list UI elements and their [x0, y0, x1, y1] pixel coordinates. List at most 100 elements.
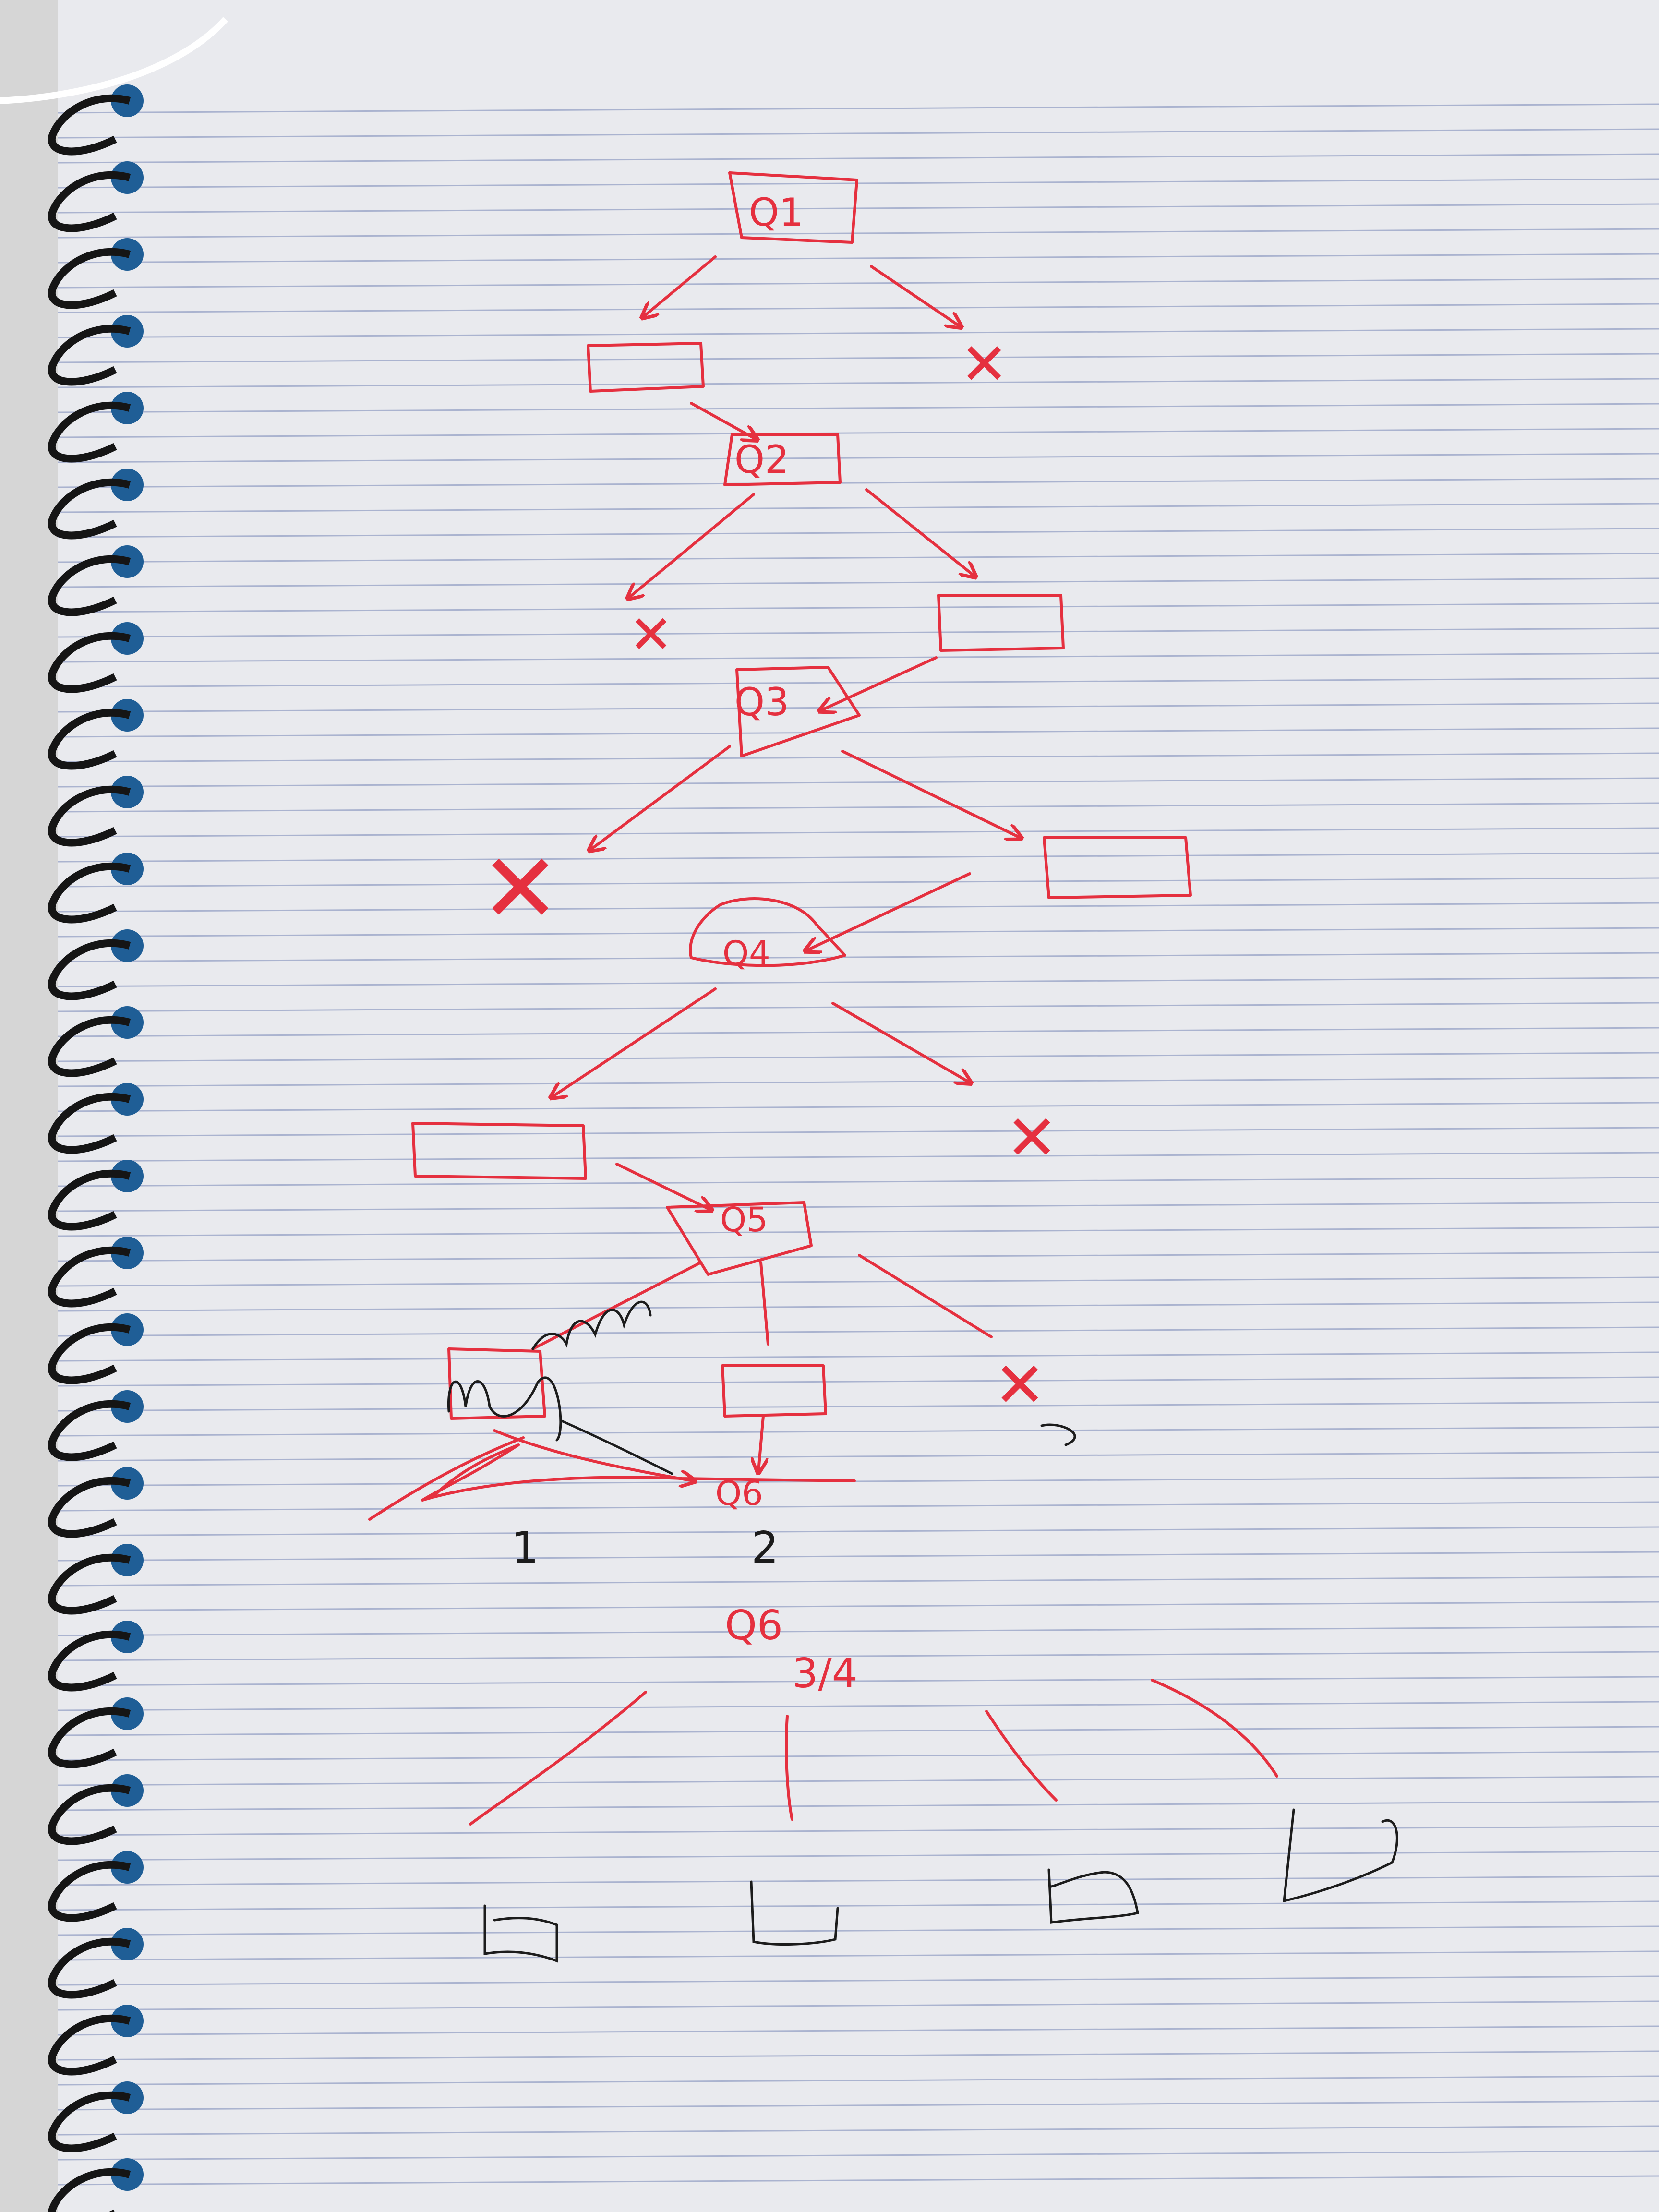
node-q1: Q1	[728, 171, 858, 244]
branch-number-2: 2	[751, 1523, 779, 1573]
spiral-coil	[48, 1477, 131, 1538]
spiral-coil	[48, 1246, 131, 1308]
rule-line	[57, 1676, 1659, 1686]
ruled-lines	[57, 103, 1659, 2186]
rule-line	[57, 1751, 1659, 1761]
rule-line	[57, 353, 1659, 363]
rule-line	[57, 1177, 1659, 1187]
rule-line	[57, 1900, 1659, 1911]
node-q3-label: Q3	[734, 680, 789, 724]
rule-line	[57, 1451, 1659, 1462]
spiral-coil	[48, 2014, 131, 2076]
box-q5-left	[447, 1347, 546, 1420]
rule-line	[57, 1251, 1659, 1262]
rule-line	[57, 802, 1659, 813]
rule-line	[57, 1102, 1659, 1112]
rule-line	[57, 777, 1659, 788]
reject-mark-q3: ✕	[480, 833, 561, 945]
spiral-coil	[48, 2091, 131, 2152]
reject-mark-q1: ✕	[960, 331, 1009, 398]
rule-line	[57, 1576, 1659, 1587]
node-q5: Q5	[666, 1200, 813, 1276]
rule-line	[57, 478, 1659, 488]
rule-line	[57, 1052, 1659, 1062]
rule-line	[57, 1077, 1659, 1087]
rule-line	[57, 1826, 1659, 1836]
spiral-coil	[48, 478, 131, 540]
rule-line	[57, 1526, 1659, 1537]
rule-line	[57, 1950, 1659, 1961]
node-q5-label: Q5	[720, 1200, 768, 1239]
spiral-coil	[48, 709, 131, 770]
node-q4: Q4	[689, 897, 846, 973]
small-squiggle	[1040, 1423, 1076, 1446]
rule-line	[57, 1801, 1659, 1811]
arrow-q4-right	[831, 1002, 970, 1082]
node-q4-box	[689, 897, 846, 967]
node-q1-label: Q1	[749, 190, 804, 235]
spiral-coil	[48, 1937, 131, 1999]
rule-line	[57, 727, 1659, 738]
spiral-coil	[48, 94, 131, 156]
rule-line	[57, 902, 1659, 913]
rule-line	[57, 1202, 1659, 1212]
rule-line	[57, 1326, 1659, 1337]
paper-sheet	[58, 0, 1659, 2212]
branch-number-1: 1	[511, 1523, 539, 1573]
rule-line	[57, 1701, 1659, 1711]
spiral-binding	[48, 84, 144, 2212]
rule-line	[57, 852, 1659, 863]
rule-line	[57, 1027, 1659, 1037]
branch-q6-4	[1151, 1679, 1278, 1778]
rule-line	[57, 1002, 1659, 1012]
rule-line	[57, 2150, 1659, 2161]
rule-line	[57, 1551, 1659, 1562]
rule-line	[57, 2100, 1659, 2111]
rule-line	[57, 1776, 1659, 1786]
wavy-scribble	[531, 1300, 652, 1350]
rule-line	[57, 602, 1659, 613]
rule-line	[57, 1152, 1659, 1162]
rule-line	[57, 1226, 1659, 1237]
rule-line	[57, 1401, 1659, 1412]
spiral-coil	[48, 2168, 131, 2212]
branch-q6-1	[469, 1691, 647, 1826]
box-q5-middle	[721, 1364, 827, 1418]
rule-line	[57, 1975, 1659, 1986]
arrow-q1-left	[643, 255, 717, 317]
line-q5-middle	[759, 1261, 769, 1346]
rule-line	[57, 1601, 1659, 1611]
node-q3-box	[735, 666, 861, 757]
spiral-coil	[48, 632, 131, 693]
rule-line	[57, 1127, 1659, 1137]
decision-tree: Q1 ✕ Q2 ✕ Q3 ✕ Q4	[368, 171, 1278, 1826]
arrow-box-to-q6	[758, 1415, 763, 1471]
spiral-coil	[48, 555, 131, 616]
spiral-coil	[48, 1707, 131, 1768]
rule-line	[57, 303, 1659, 313]
rule-line	[57, 1851, 1659, 1861]
rule-line	[57, 403, 1659, 413]
arrow-to-q3	[821, 656, 938, 710]
bracket-1	[483, 1904, 558, 1963]
spiral-coil	[48, 1323, 131, 1384]
spiral-coil	[48, 401, 131, 463]
arrow-q4-left	[552, 987, 717, 1097]
rule-line	[57, 203, 1659, 214]
rule-line	[57, 577, 1659, 588]
rule-line	[57, 877, 1659, 888]
rule-line	[57, 2000, 1659, 2011]
rule-line	[57, 178, 1659, 189]
box-q4-left	[411, 1122, 587, 1180]
cable	[0, 17, 228, 104]
bracket-2	[750, 1880, 839, 1946]
box-q2-right	[937, 594, 1065, 652]
rule-line	[57, 428, 1659, 438]
rule-line	[57, 2025, 1659, 2036]
spiral-coil	[48, 1016, 131, 1077]
rule-line	[57, 528, 1659, 538]
rule-line	[57, 378, 1659, 388]
rule-line	[57, 1651, 1659, 1661]
spiral-coil	[48, 1861, 131, 1922]
